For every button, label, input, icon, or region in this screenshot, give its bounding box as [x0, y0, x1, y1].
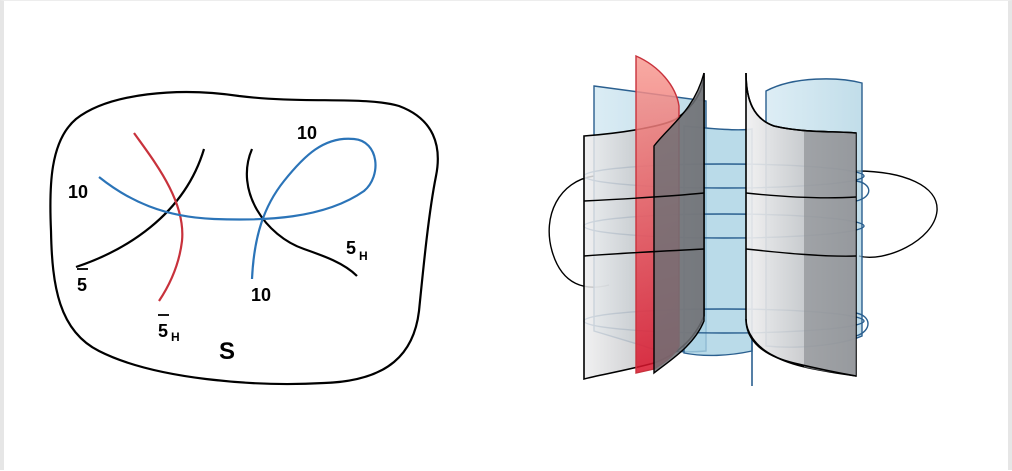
- label-5barH-sub: H: [171, 330, 180, 344]
- label-5H-base: 5: [346, 238, 356, 258]
- diagram-canvas: 10 10 10 5 5 H 5 H S: [49, 54, 938, 386]
- surface-boundary: [49, 90, 439, 386]
- sheet-cut-line-lower: [583, 248, 857, 257]
- curve-5H-black: [245, 148, 358, 277]
- cylinder-right-cap: [855, 180, 870, 337]
- curve-5bar-black: [75, 148, 206, 269]
- grey-sheet-right-shade: [804, 131, 856, 376]
- grey-sheet-right-top-edge: [745, 72, 857, 134]
- label-5H-sub: H: [359, 249, 368, 263]
- curve-5barH-red: [133, 132, 184, 302]
- label-surface-S: S: [219, 338, 235, 365]
- curve-10-blue: [98, 137, 377, 280]
- right-figure: [548, 54, 938, 386]
- label-10-left: 10: [68, 182, 88, 202]
- label-10-bottom: 10: [251, 285, 271, 305]
- label-10-top: 10: [297, 123, 317, 143]
- left-figure: 10 10 10 5 5 H 5 H S: [49, 90, 439, 386]
- label-5bar: 5: [77, 275, 87, 295]
- grey-sheet-left-fold: [653, 72, 705, 375]
- sheet-cut-line-upper: [583, 192, 857, 202]
- label-5barH-base: 5: [158, 321, 168, 341]
- grey-sheet-right-bottom-edge: [745, 318, 857, 377]
